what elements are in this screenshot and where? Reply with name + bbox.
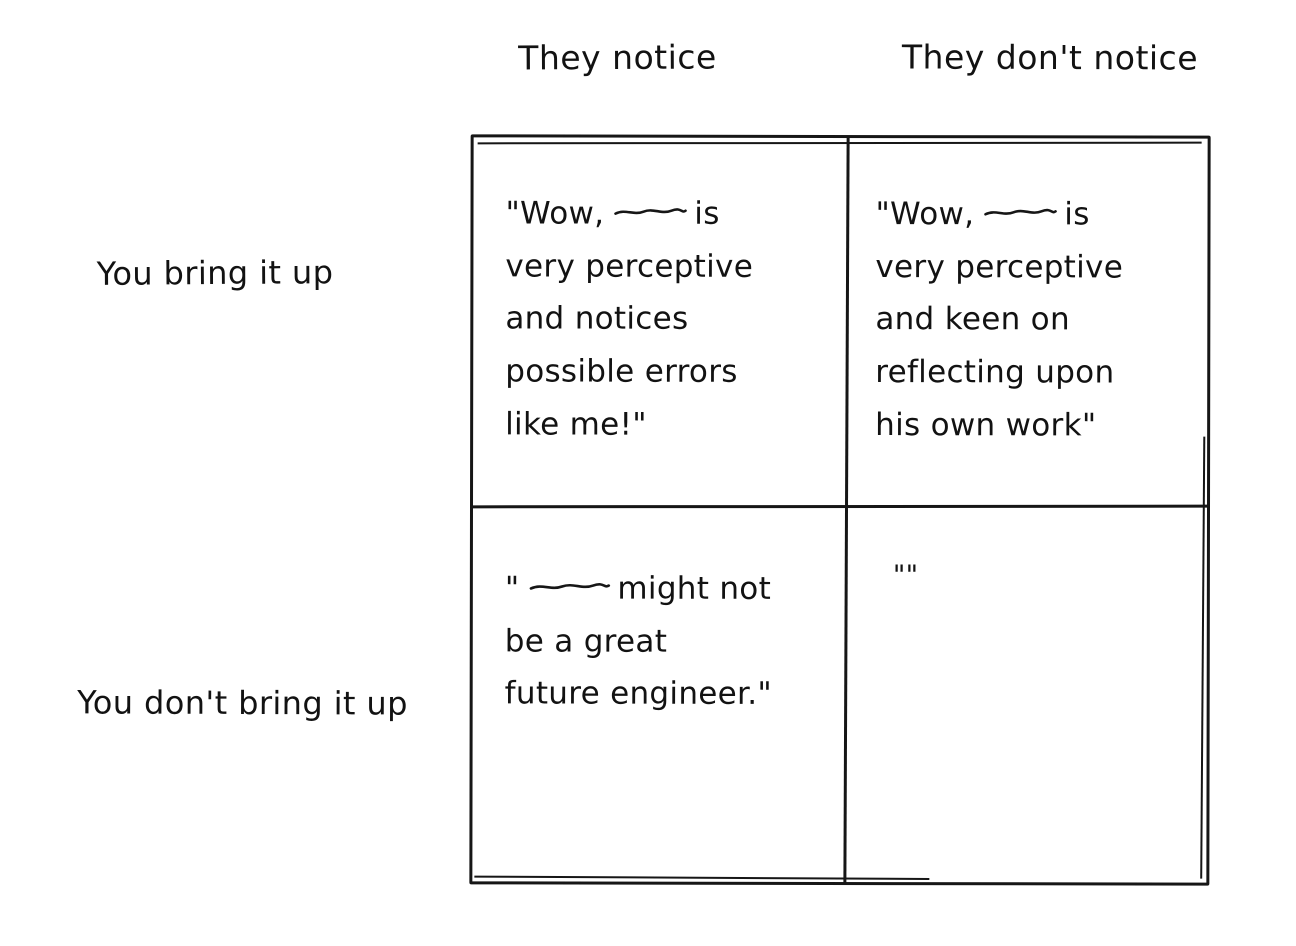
cell-bring-up-they-notice: "Wow,is very perceptive and notices poss… [473, 137, 846, 505]
cell-text: "Wow, [875, 196, 975, 233]
blank-line [528, 579, 610, 593]
cell-dont-bring-up-they-dont-notice: "" [846, 507, 1210, 883]
blank-line [613, 205, 687, 219]
cell-dont-bring-up-they-notice: "might not be a great future engineer." [472, 506, 845, 882]
row-header-you-dont-bring-it-up: You don't bring it up [77, 683, 408, 723]
blank-line [983, 205, 1057, 219]
cell-text: is very perceptive and notices possible … [505, 195, 754, 443]
cell-text: "Wow, [505, 195, 605, 232]
cell-bring-up-they-dont-notice: "Wow,is very perceptive and keen on refl… [847, 138, 1211, 506]
col-header-they-notice: They notice [518, 37, 717, 78]
matrix-grid: "Wow,is very perceptive and notices poss… [469, 134, 1211, 886]
cell-text: is very perceptive and keen on reflectin… [875, 196, 1124, 444]
cell-text: "" [892, 560, 919, 592]
col-header-they-dont-notice: They don't notice [901, 37, 1199, 78]
row-header-you-bring-it-up: You bring it up [96, 253, 334, 293]
cell-text: " [504, 570, 520, 607]
